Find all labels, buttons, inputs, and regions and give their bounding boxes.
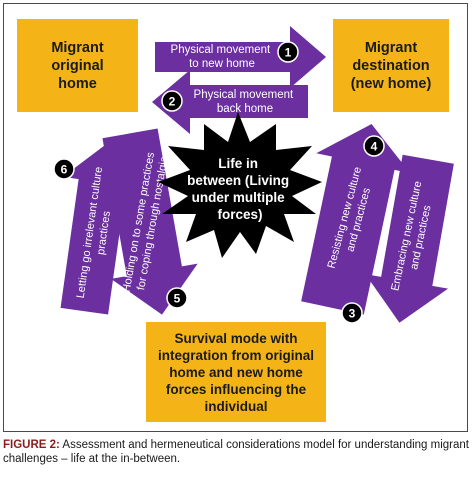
arrow-1-line-1: Physical movement: [171, 44, 272, 56]
origin-box-text: Migrant original home: [51, 39, 104, 92]
badge-1-number: 1: [285, 46, 292, 60]
center-star: Life in between (Living under multiple f…: [158, 112, 322, 258]
migrant-destination-box: Migrant destination (new home): [333, 19, 449, 112]
arrow-6-letting-go: Letting go irrelevant culture practices …: [53, 142, 143, 315]
center-line-2: between (Living: [187, 173, 289, 188]
center-line-4: forces): [217, 207, 262, 222]
arrow-3-shape: [365, 154, 454, 323]
badge-6-number: 6: [61, 163, 68, 177]
center-text: Life in between (Living under multiple f…: [187, 156, 293, 222]
badge-3: [341, 302, 363, 324]
arrow-1-line-2: to new home: [189, 58, 255, 70]
arrow-2-text: Physical movement back home: [194, 89, 297, 115]
arrow-4-resisting: Resisting new culture and practices 4: [301, 124, 411, 315]
survival-box-text: Survival mode with integration from orig…: [157, 330, 314, 414]
arrow-1-shape: [155, 26, 326, 88]
center-star-shape: [158, 112, 322, 258]
arrow-5-shape: [102, 128, 198, 315]
badge-1: [277, 41, 299, 63]
center-line-1: Life in: [218, 156, 258, 171]
center-line-3: under multiple: [192, 190, 285, 205]
arrow-5-holding-on: Holding on to some practices for coping …: [102, 128, 198, 315]
arrow-2-line-2: back home: [217, 103, 273, 115]
model-diagram: Physical movement to new home 1 Physical…: [53, 26, 454, 324]
survival-mode-box: Survival mode with integration from orig…: [146, 322, 326, 422]
caption-label: FIGURE 2:: [3, 439, 60, 451]
badge-2: [161, 90, 183, 112]
arrow-4-shape: [301, 124, 411, 315]
badge-4-number: 4: [371, 140, 378, 154]
destination-box-text: Migrant destination (new home): [350, 39, 432, 92]
caption-text: Assessment and hermeneutical considerati…: [3, 439, 469, 465]
arrow-2-shape: [152, 70, 308, 134]
badge-3-number: 3: [349, 307, 356, 321]
arrow-2-line-1: Physical movement: [194, 89, 295, 101]
arrow-1-text: Physical movement to new home: [171, 44, 274, 70]
badge-5-number: 5: [174, 292, 181, 306]
badge-6: [53, 158, 75, 180]
badge-4: [363, 135, 385, 157]
badge-5: [166, 287, 188, 309]
arrow-1-to-new-home: Physical movement to new home 1: [155, 26, 326, 88]
figure-caption: FIGURE 2: Assessment and hermeneutical c…: [3, 438, 469, 466]
arrow-2-back-home: Physical movement back home 2: [152, 70, 308, 134]
migrant-original-home-box: Migrant original home: [17, 19, 138, 112]
arrow-3-embracing: Embracing new culture and practices 3: [341, 154, 454, 324]
badge-2-number: 2: [169, 95, 176, 109]
